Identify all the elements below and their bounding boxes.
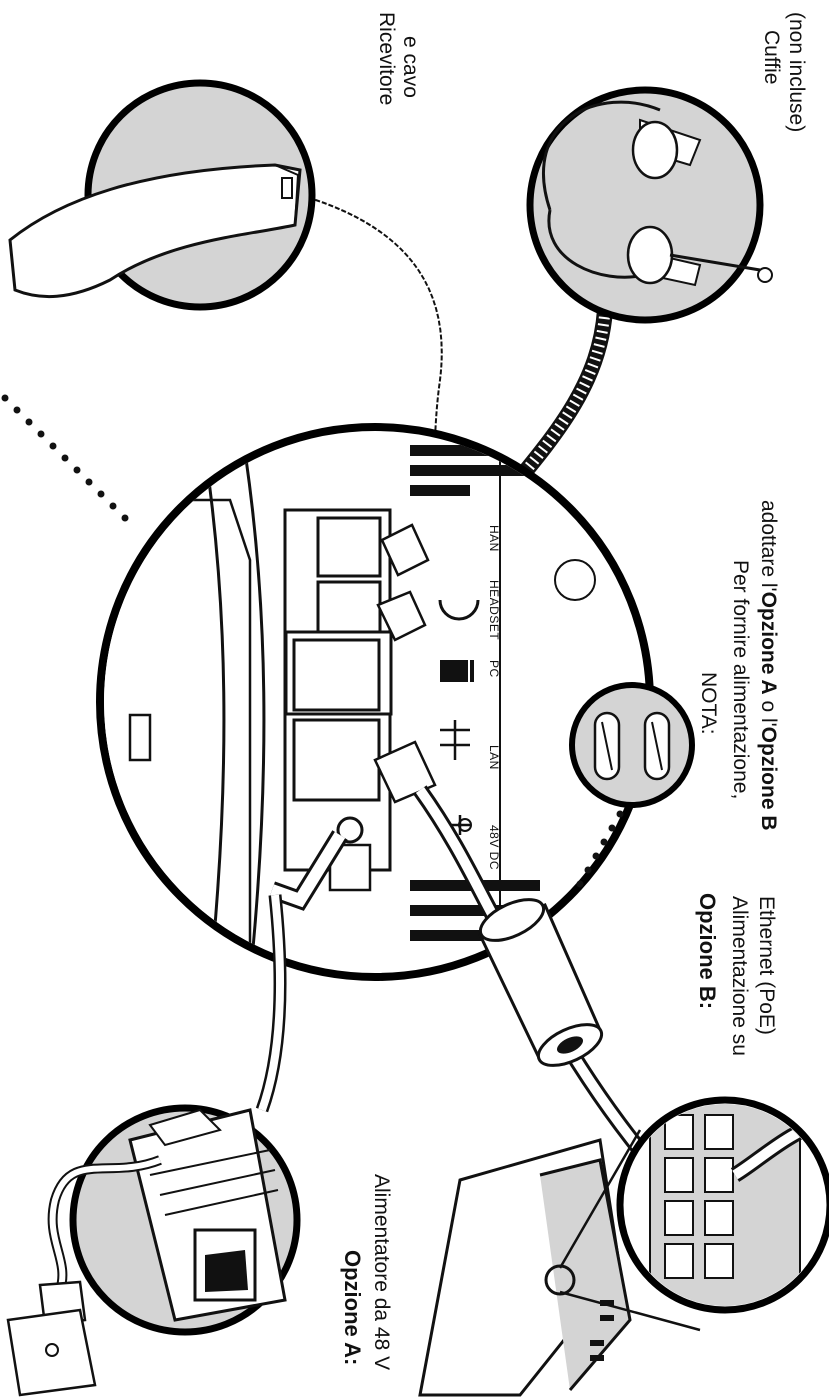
svg-text:adottare l'Opzione A o l'Opzio: adottare l'Opzione A o l'Opzione B xyxy=(757,500,780,831)
ferrite-detail-circle xyxy=(569,682,695,808)
svg-text:(non incluse): (non incluse) xyxy=(785,12,808,132)
svg-text:Per fornire alimentazione,: Per fornire alimentazione, xyxy=(729,560,752,799)
headset-port xyxy=(316,580,382,642)
vent-slots-top xyxy=(410,445,530,496)
lan-port xyxy=(292,718,381,802)
handset-label: Ricevitore e cavo xyxy=(375,12,422,105)
port-label-han: HAN xyxy=(487,525,501,552)
svg-text:NOTA:: NOTA: xyxy=(697,672,720,735)
svg-text:e cavo: e cavo xyxy=(399,36,422,98)
phone-back-panel-circle: 48V DC LAN PC HEADSET HAN xyxy=(96,423,654,981)
ferrite-bead xyxy=(477,898,604,1067)
power-adapter-circle xyxy=(69,1104,301,1336)
pc-port xyxy=(292,638,381,712)
port-label-48v: 48V DC xyxy=(487,825,501,870)
power-cable xyxy=(255,894,287,1113)
port-icons xyxy=(438,599,480,835)
option-a-label: Opzione A: Alimentatore da 48 V xyxy=(340,1174,393,1370)
option-b-label: Opzione B: Alimentazione su Ethernet (Po… xyxy=(695,893,778,1056)
port-label-headset: HEADSET xyxy=(487,580,501,640)
svg-text:Opzione A:: Opzione A: xyxy=(340,1250,365,1365)
dotted-leader-top xyxy=(1,394,129,522)
handset-port xyxy=(316,516,382,578)
power-jack xyxy=(336,816,364,844)
port-label-lan: LAN xyxy=(487,745,501,770)
handset-icon xyxy=(8,163,302,298)
handset-circle xyxy=(8,79,316,311)
network-switch xyxy=(418,1129,701,1397)
headset-label: Cuffie (non incluse) xyxy=(760,12,808,132)
headphones-icon xyxy=(542,100,773,287)
svg-text:Opzione B:: Opzione B: xyxy=(695,893,720,1009)
svg-text:Ricevitore: Ricevitore xyxy=(375,12,398,105)
dotted-leader-ferrite xyxy=(576,810,624,888)
svg-text:Ethernet (PoE): Ethernet (PoE) xyxy=(755,896,778,1035)
svg-text:Alimentatore da 48 V: Alimentatore da 48 V xyxy=(370,1174,393,1370)
headset-circle xyxy=(526,86,773,324)
port-label-pc: PC xyxy=(487,660,501,678)
switch-detail-circle xyxy=(616,1096,829,1314)
svg-text:Cuffie: Cuffie xyxy=(760,30,783,84)
svg-text:Alimentazione su: Alimentazione su xyxy=(728,896,751,1056)
wall-outlet xyxy=(6,1308,97,1397)
note-label: NOTA: Per fornire alimentazione, adottar… xyxy=(697,500,780,831)
